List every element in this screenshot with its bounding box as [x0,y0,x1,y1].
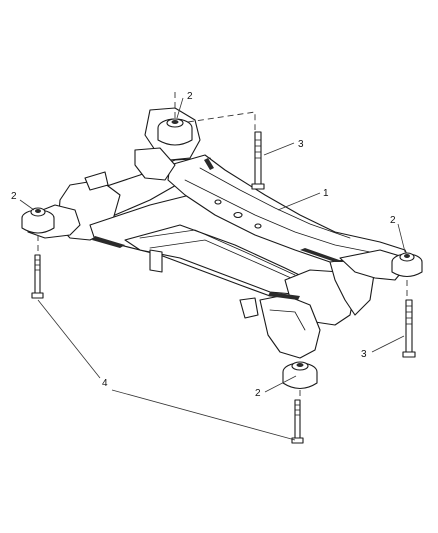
bolt-top [251,131,265,190]
callout-4-bolts: 4 [102,378,108,389]
callout-2-left-mount: 2 [11,191,17,202]
mount-bushing-top-left [157,118,193,146]
bolt-right [402,299,416,358]
bolt-bottom [291,399,304,444]
mount-bushing-bottom [282,361,318,390]
callout-2-bottom-mount: 2 [255,388,261,399]
callout-3-top-bolt: 3 [298,139,304,150]
callout-labels: 2 2 2 2 3 3 1 4 [11,91,396,399]
crossmember-frame [27,107,411,359]
callout-2-right-mount: 2 [390,215,396,226]
callout-2-top-left-mount: 2 [187,91,193,102]
bolt-left [31,254,44,299]
assembly-dashed-lines [37,90,408,400]
leader-lines [19,97,406,441]
callout-3-right-bolt: 3 [361,349,367,360]
mount-bushing-right [391,252,423,278]
mount-bushing-left [21,207,55,234]
callout-1-crossmember: 1 [323,188,329,199]
